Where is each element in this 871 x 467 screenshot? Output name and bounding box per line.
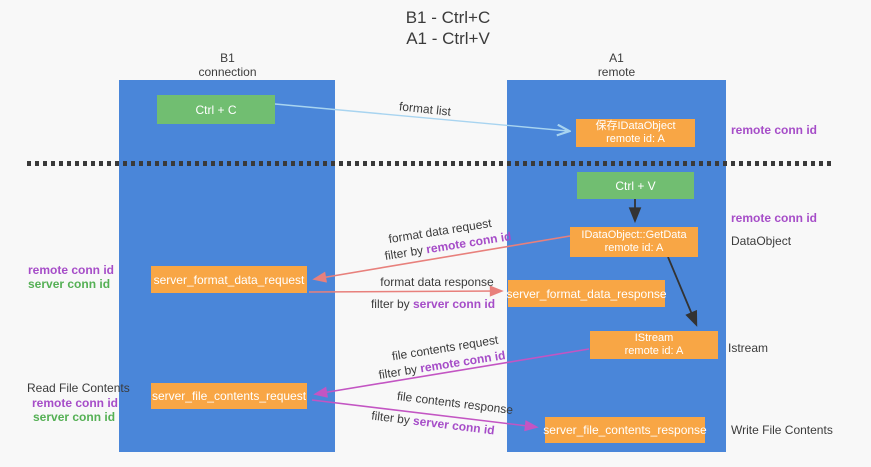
format-request-label: server_format_data_request xyxy=(153,272,305,287)
filter-by-text: filter by xyxy=(370,408,411,428)
diagram-title: B1 - Ctrl+C A1 - Ctrl+V xyxy=(328,7,568,49)
getdata-box: IDataObject::GetData remote id: A xyxy=(570,227,698,257)
read-file-contents-label: Read File Contents xyxy=(27,381,130,395)
write-file-contents-label: Write File Contents xyxy=(731,423,833,437)
title-line-1: B1 - Ctrl+C xyxy=(405,8,491,27)
format-response-label: server_format_data_response xyxy=(506,286,667,301)
file-response-label: server_file_contents_response xyxy=(543,423,707,437)
left-column-header: B1 connection xyxy=(120,51,335,79)
left-server-conn-id-label-1: server conn id xyxy=(28,277,111,291)
istream-line2: remote id: A xyxy=(624,345,684,357)
server-conn-id-text: server conn id xyxy=(412,413,496,438)
ctrl-v-label: Ctrl + V xyxy=(615,178,656,193)
save-dataobject-line1: 保存IDataObject xyxy=(595,120,676,132)
format-response-label-line1: format data response xyxy=(327,275,547,289)
ctrl-v-box: Ctrl + V xyxy=(577,172,694,199)
file-response-box: server_file_contents_response xyxy=(543,417,707,443)
right-remote-conn-id-label-1: remote conn id xyxy=(731,123,818,137)
getdata-line2: remote id: A xyxy=(604,242,664,254)
machine-boundary-dashed-line xyxy=(27,161,833,166)
right-column-header: A1 remote xyxy=(507,51,726,79)
filter-by-text: filter by xyxy=(370,297,410,311)
server-conn-id-text: server conn id xyxy=(413,297,496,311)
right-column-role: remote xyxy=(597,65,636,79)
getdata-line1: IDataObject::GetData xyxy=(581,229,687,241)
ctrl-c-box: Ctrl + C xyxy=(157,95,275,124)
format-response-box: server_format_data_response xyxy=(506,280,667,307)
istream-box: IStream remote id: A xyxy=(590,331,718,359)
format-request-box: server_format_data_request xyxy=(151,266,307,293)
istream-side-label: Istream xyxy=(728,341,769,355)
left-column-role: connection xyxy=(198,65,257,79)
save-dataobject-box: 保存IDataObject remote id: A xyxy=(576,119,695,147)
left-remote-conn-id-label-1: remote conn id xyxy=(28,263,115,277)
left-column-name: B1 xyxy=(220,51,235,65)
dataobject-label: DataObject xyxy=(731,234,792,248)
right-column-name: A1 xyxy=(609,51,624,65)
istream-line1: IStream xyxy=(634,332,674,344)
format-response-arrow xyxy=(308,285,504,297)
file-request-box: server_file_contents_request xyxy=(151,383,307,409)
ctrl-c-label: Ctrl + C xyxy=(195,102,237,117)
left-remote-conn-id-label-2: remote conn id xyxy=(32,396,119,410)
title-line-2: A1 - Ctrl+V xyxy=(406,29,490,48)
filter-by-text: filter by xyxy=(377,362,419,382)
format-list-text: format list xyxy=(398,99,452,119)
right-remote-conn-id-label-2: remote conn id xyxy=(731,211,818,225)
save-dataobject-line2: remote id: A xyxy=(606,133,665,145)
format-list-label: format list xyxy=(315,91,535,128)
format-response-text: format data response xyxy=(380,275,494,289)
file-request-label: server_file_contents_request xyxy=(151,389,307,403)
format-response-label-line2: filter by server conn id xyxy=(323,297,543,311)
left-server-conn-id-label-2: server conn id xyxy=(33,410,116,424)
